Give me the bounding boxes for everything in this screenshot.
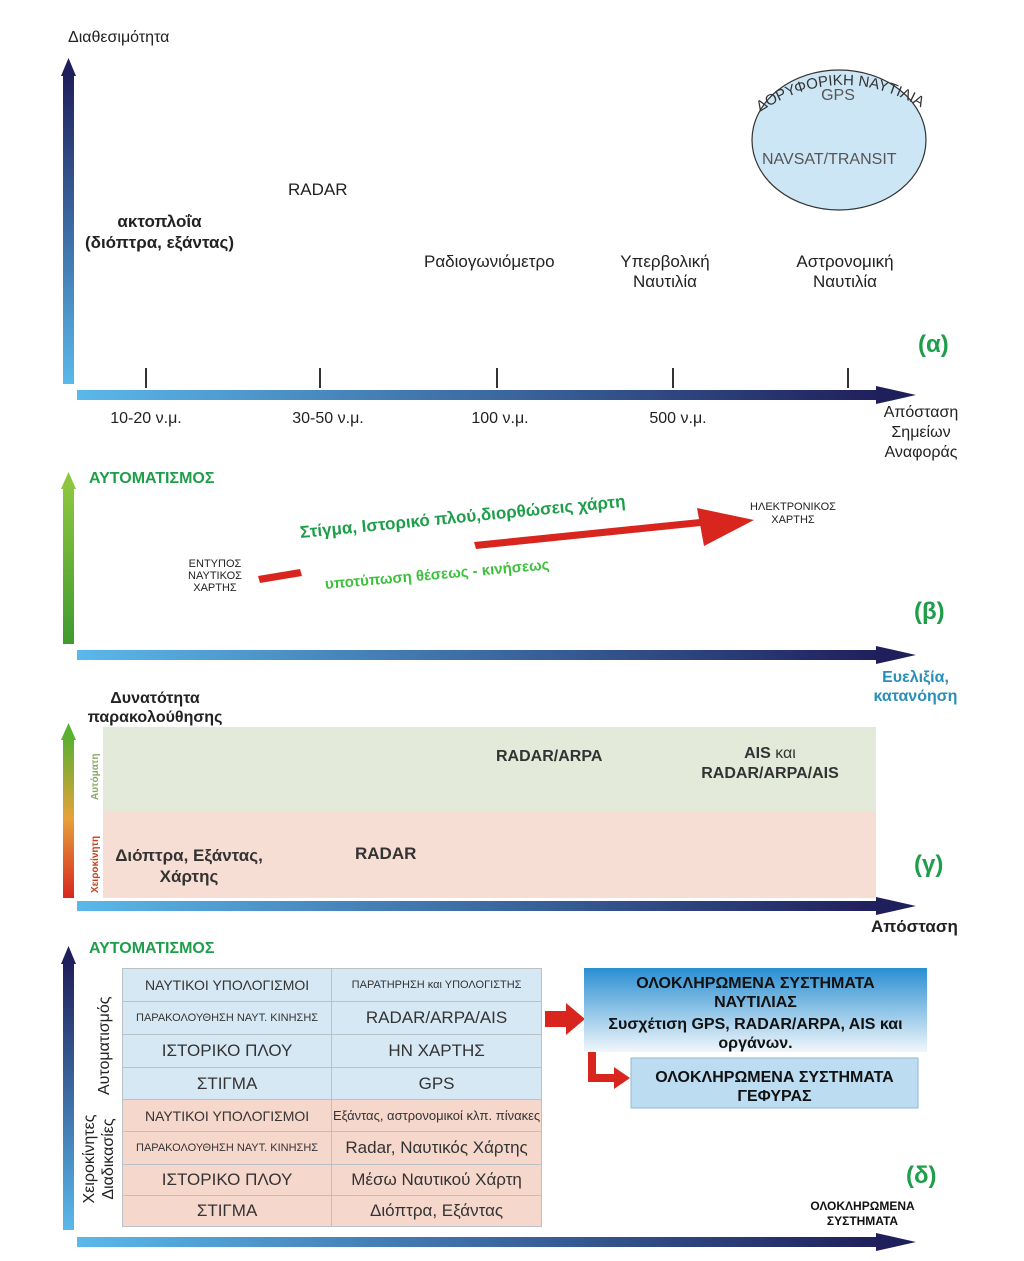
radar-label-a: RADAR <box>288 180 348 199</box>
table-cell: ΣΤΙΓΜΑ <box>121 1195 333 1227</box>
panel-a-tag: (α) <box>918 331 949 358</box>
panel-a-y-axis <box>61 58 76 384</box>
side-auto-label: Αυτοματισμός <box>96 996 113 1095</box>
table-cell: Μέσω Ναυτικού Χάρτη <box>331 1164 542 1196</box>
satellite-ellipse <box>751 69 927 211</box>
auto-side-label: Αυτόματη <box>90 753 101 800</box>
astronomical-navigation-label: Αστρονομική Ναυτιλία <box>796 252 894 291</box>
panel-b-y-label: ΑΥΤΟΜΑΤΙΣΜΟΣ <box>89 470 215 487</box>
table-cell: RADAR/ARPA/AIS <box>331 1001 542 1035</box>
table-cell: Εξάντας, αστρονομικοί κλπ. πίνακες <box>331 1099 542 1132</box>
ins-body: Συσχέτιση GPS, RADAR/ARPA, AIS και οργάν… <box>608 1016 903 1052</box>
table-cell: ΠΑΡΑΚΟΛΟΥΘΗΣΗ ΝΑΥΤ. ΚΙΝΗΣΗΣ <box>121 1131 333 1165</box>
panel-d-y-axis <box>61 946 76 1230</box>
table-cell: Radar, Ναυτικός Χάρτης <box>331 1131 542 1165</box>
printed-chart-label: ΕΝΤΥΠΟΣ ΝΑΥΤΙΚΟΣ ΧΑΡΤΗΣ <box>188 558 242 594</box>
ins-title: ΟΛΟΚΛΗΡΩΜΕΝΑ ΣΥΣΤΗΜΑΤΑ ΝΑΥΤΙΛΙΑΣ <box>636 975 875 1011</box>
panel-a-x-label: Απόσταση Σημείων Αναφοράς <box>883 404 959 461</box>
ins-box <box>584 968 927 1052</box>
table-row: ΣΤΙΓΜΑ Διόπτρα, Εξάντας <box>121 1195 542 1227</box>
radio-direction-finder-label: Ραδιογωνιόμετρο <box>424 252 555 271</box>
ibs-box <box>630 1057 919 1109</box>
panel-d-tag: (δ) <box>906 1162 937 1189</box>
table-row: ΣΤΙΓΜΑ GPS <box>121 1067 542 1100</box>
table-row: ΝΑΥΤΙΚΟΙ ΥΠΟΛΟΓΙΣΜΟΙ ΠΑΡΑΤΗΡΗΣΗ και ΥΠΟΛ… <box>121 968 542 1002</box>
radar-arpa-label: RADAR/ARPA <box>496 748 603 765</box>
radar-label-c: RADAR <box>355 844 417 863</box>
panel-c-y-label: Δυνατότητα παρακολούθησης <box>87 690 223 726</box>
manual-side-label: Χειροκίνητη <box>90 835 101 893</box>
tick-label-4: 500 ν.μ. <box>649 410 707 427</box>
panel-b-y-axis <box>61 472 76 644</box>
ais-radar-label: AIS και RADAR/ARPA/AIS <box>701 745 839 782</box>
panel-b-x-axis <box>77 646 916 664</box>
tick-label-3: 100 ν.μ. <box>471 410 529 427</box>
table-cell: ΝΑΥΤΙΚΟΙ ΥΠΟΛΟΓΙΣΜΟΙ <box>121 968 333 1002</box>
electronic-chart-label: ΗΛΕΚΤΡΟΝΙΚΟΣ ΧΑΡΤΗΣ <box>750 501 836 526</box>
table-row: ΝΑΥΤΙΚΟΙ ΥΠΟΛΟΓΙΣΜΟΙ Εξάντας, αστρονομικ… <box>121 1099 542 1132</box>
table-cell: ΗΝ ΧΑΡΤΗΣ <box>331 1034 542 1068</box>
side-manual-label: Χειροκίνητες Διαδικασίες <box>81 1114 117 1204</box>
tick-label-2: 30-50 ν.μ. <box>292 410 364 427</box>
table-row: ΙΣΤΟΡΙΚΟ ΠΛΟΥ Μέσω Ναυτικού Χάρτη <box>121 1164 542 1196</box>
panel-b-tag: (β) <box>914 598 945 625</box>
table-row: ΙΣΤΟΡΙΚΟ ΠΛΟΥ ΗΝ ΧΑΡΤΗΣ <box>121 1034 542 1068</box>
table-cell: GPS <box>331 1067 542 1100</box>
table-cell: ΠΑΡΑΚΟΛΟΥΘΗΣΗ ΝΑΥΤ. ΚΙΝΗΣΗΣ <box>121 1001 333 1035</box>
ins-right-arrow <box>545 1003 585 1035</box>
panel-a-x-axis <box>77 386 916 404</box>
table-cell: ΠΑΡΑΤΗΡΗΣΗ και ΥΠΟΛΟΓΙΣΤΗΣ <box>331 968 542 1002</box>
manual-tools-label: Διόπτρα, Εξάντας, Χάρτης <box>115 846 263 886</box>
table-cell: ΣΤΙΓΜΑ <box>121 1067 333 1100</box>
table-row: ΠΑΡΑΚΟΛΟΥΘΗΣΗ ΝΑΥΤ. ΚΙΝΗΣΗΣ RADAR/ARPA/A… <box>121 1001 542 1035</box>
panel-b-red-arrow <box>258 508 754 583</box>
table-cell: ΝΑΥΤΙΚΟΙ ΥΠΟΛΟΓΙΣΜΟΙ <box>121 1099 333 1132</box>
panel-b-x-label: Ευελιξία, κατανόηση <box>873 669 958 705</box>
coastal-label: ακτοπλοΐα (διόπτρα, εξάντας) <box>84 212 235 252</box>
ibs-label: ΟΛΟΚΛΗΡΩΜΕΝΑ ΣΥΣΤΗΜΑΤΑ ΓΕΦΥΡΑΣ <box>655 1069 894 1105</box>
panel-d-x-axis <box>77 1233 916 1251</box>
panel-c-y-axis <box>61 723 76 898</box>
panel-c-tag: (γ) <box>914 851 944 878</box>
panel-a-tick-marks <box>145 368 849 388</box>
sat-navsat-label: NAVSAT/TRANSIT <box>762 151 897 168</box>
panel-c-x-label: Απόσταση <box>871 917 958 936</box>
tick-label-1: 10-20 ν.μ. <box>110 410 182 427</box>
panel-a-y-label: Διαθεσιμότητα <box>68 29 170 46</box>
table-cell: Διόπτρα, Εξάντας <box>331 1195 542 1227</box>
auto-band <box>103 727 876 811</box>
navigation-systems-table: ΝΑΥΤΙΚΟΙ ΥΠΟΛΟΓΙΣΜΟΙ ΠΑΡΑΤΗΡΗΣΗ και ΥΠΟΛ… <box>121 968 542 1227</box>
hyperbolic-navigation-label: Υπερβολική Ναυτιλία <box>620 252 710 291</box>
table-cell: ΙΣΤΟΡΙΚΟ ΠΛΟΥ <box>121 1034 333 1068</box>
panel-d-y-label: ΑΥΤΟΜΑΤΙΣΜΟΣ <box>89 940 215 957</box>
manual-band <box>103 811 876 898</box>
table-cell: ΙΣΤΟΡΙΚΟ ΠΛΟΥ <box>121 1164 333 1196</box>
table-row: ΠΑΡΑΚΟΛΟΥΘΗΣΗ ΝΑΥΤ. ΚΙΝΗΣΗΣ Radar, Ναυτι… <box>121 1131 542 1165</box>
panel-d-x-label: ΟΛΟΚΛΗΡΩΜΕΝΑ ΣΥΣΤΗΜΑΤΑ <box>810 1199 915 1228</box>
panel-c-x-axis <box>77 897 916 915</box>
ibs-l-arrow <box>588 1048 630 1089</box>
